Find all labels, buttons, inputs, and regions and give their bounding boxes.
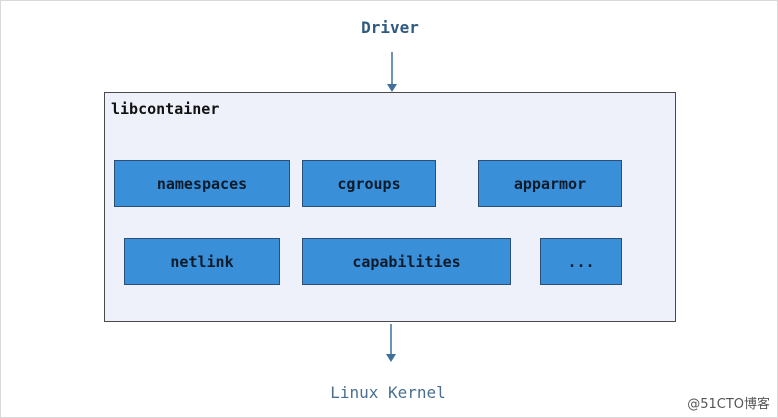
module-apparmor: apparmor (478, 160, 622, 207)
linux-kernel-label: Linux Kernel (330, 383, 446, 402)
module-netlink: netlink (124, 238, 280, 285)
arrow-driver-to-libcontainer (387, 52, 397, 92)
watermark: @51CTO博客 (687, 397, 770, 412)
driver-label: Driver (361, 18, 419, 37)
module-namespaces: namespaces (114, 160, 290, 207)
module-capabilities: capabilities (302, 238, 511, 285)
libcontainer-box: libcontainer (104, 92, 676, 322)
module-more: ... (540, 238, 622, 285)
module-cgroups: cgroups (302, 160, 436, 207)
arrow-libcontainer-to-kernel (386, 324, 396, 362)
libcontainer-title: libcontainer (111, 100, 220, 118)
